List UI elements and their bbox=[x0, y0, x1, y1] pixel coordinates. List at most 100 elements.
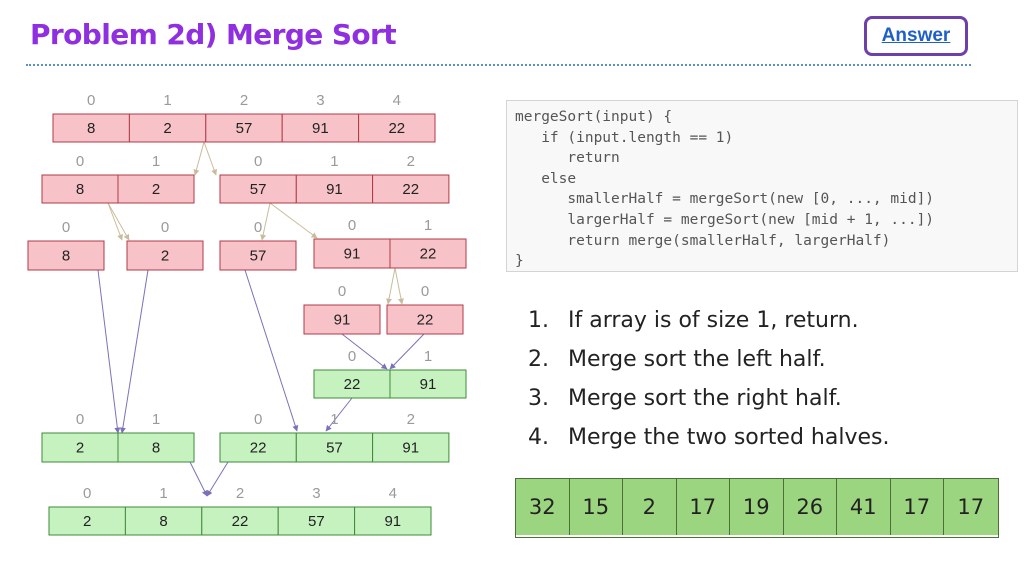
array-index: 2 bbox=[407, 153, 415, 170]
array-cell-value: 8 bbox=[159, 513, 167, 530]
code-line: mergeSort(input) { bbox=[515, 109, 673, 125]
steps-list: 1.If array is of size 1, return. 2. Merge … bbox=[528, 304, 889, 460]
step-item: 3.Merge sort the right half. bbox=[528, 382, 889, 421]
array-cell bbox=[117, 174, 195, 204]
array-cell-value: 22 bbox=[420, 246, 437, 263]
array-cell-value: 8 bbox=[76, 181, 84, 198]
array-cell-value: 2 bbox=[152, 181, 160, 198]
array-index: 1 bbox=[152, 153, 160, 170]
code-line: return merge(smallerHalf, largerHalf) bbox=[515, 232, 891, 249]
practice-cell: 2 bbox=[623, 479, 677, 535]
practice-cell: 19 bbox=[730, 479, 784, 535]
array-cell bbox=[128, 113, 207, 143]
array-index: 1 bbox=[152, 411, 160, 428]
array-cell-value: 91 bbox=[326, 181, 343, 198]
array-index: 4 bbox=[389, 485, 397, 502]
array-a5: 570 bbox=[219, 219, 297, 271]
array-cell-value: 57 bbox=[250, 248, 267, 265]
array-cell-value: 22 bbox=[402, 181, 419, 198]
practice-cell: 17 bbox=[676, 479, 730, 535]
array-index: 0 bbox=[87, 92, 95, 109]
array-index: 0 bbox=[421, 283, 429, 300]
merge-arrow bbox=[189, 461, 208, 497]
practice-cell: 26 bbox=[783, 479, 837, 535]
step-item: 1.If array is of size 1, return. bbox=[528, 304, 889, 343]
array-cell bbox=[205, 113, 283, 143]
array-a4: 20 bbox=[126, 219, 204, 271]
array-index: 1 bbox=[424, 348, 432, 365]
array-cell bbox=[313, 369, 391, 399]
merge-arrow bbox=[389, 333, 425, 370]
practice-cell: 41 bbox=[837, 479, 891, 535]
array-cell-value: 22 bbox=[388, 120, 405, 137]
split-arrow bbox=[269, 202, 318, 239]
array-index: 0 bbox=[161, 219, 169, 236]
array-cell bbox=[41, 432, 119, 463]
array-cell bbox=[219, 432, 297, 463]
array-index: 0 bbox=[348, 348, 356, 365]
array-cell bbox=[372, 174, 450, 204]
array-cell bbox=[389, 238, 467, 269]
title-divider bbox=[26, 64, 971, 66]
array-index: 3 bbox=[316, 92, 324, 109]
array-index: 0 bbox=[76, 153, 84, 170]
code-line: else bbox=[515, 170, 577, 187]
array-cell-value: 91 bbox=[344, 246, 361, 263]
code-line: smallerHalf = mergeSort(new [0, ..., mid… bbox=[515, 191, 935, 208]
merge-arrow bbox=[119, 269, 149, 434]
array-cell bbox=[303, 304, 381, 335]
merge-arrow bbox=[341, 333, 388, 370]
array-cell bbox=[219, 240, 297, 271]
array-cell-value: 8 bbox=[87, 120, 95, 137]
array-a1: 8 0 2 1 bbox=[41, 153, 195, 204]
array-cell bbox=[27, 240, 105, 271]
array-index: 0 bbox=[76, 411, 84, 428]
array-cell bbox=[124, 506, 203, 536]
array-cell bbox=[117, 432, 195, 463]
array-cell bbox=[126, 240, 204, 271]
merge-arrow bbox=[97, 269, 121, 434]
code-line: largerHalf = mergeSort(new [mid + 1, ...… bbox=[515, 211, 935, 228]
practice-cell: 15 bbox=[569, 479, 623, 535]
array-index: 0 bbox=[83, 485, 91, 502]
array-cell-value: 91 bbox=[402, 440, 419, 457]
array-cell bbox=[372, 432, 450, 463]
array-cell-value: 2 bbox=[161, 248, 169, 265]
array-cell bbox=[52, 113, 130, 143]
array-cell bbox=[41, 174, 119, 204]
split-arrow bbox=[203, 141, 217, 176]
array-cell bbox=[386, 304, 464, 335]
array-index: 1 bbox=[330, 411, 338, 428]
array-a8: 220 bbox=[386, 283, 464, 335]
array-cell bbox=[277, 506, 356, 536]
array-index: 1 bbox=[330, 153, 338, 170]
practice-cell: 17 bbox=[944, 479, 998, 535]
step-text: Merge sort the left half. bbox=[568, 347, 826, 372]
split-arrow bbox=[193, 141, 205, 176]
step-item: 2. Merge sort the left half. bbox=[528, 343, 889, 382]
answer-button[interactable]: Answer bbox=[864, 16, 968, 56]
array-index: 0 bbox=[348, 217, 356, 234]
array-cell-value: 8 bbox=[152, 440, 160, 457]
array-cell-value: 22 bbox=[344, 376, 361, 393]
step-number: 2. bbox=[528, 347, 549, 372]
array-index: 2 bbox=[240, 92, 248, 109]
array-cell bbox=[389, 369, 467, 399]
step-text: Merge the two sorted halves. bbox=[568, 425, 890, 450]
array-index: 0 bbox=[62, 219, 70, 236]
pseudocode: mergeSort(input) { if (input.length == 1… bbox=[507, 101, 1017, 271]
array-cell bbox=[354, 506, 432, 536]
practice-cell: 32 bbox=[516, 479, 570, 535]
step-number: 3. bbox=[528, 386, 549, 411]
step-number: 4. bbox=[528, 425, 549, 450]
array-cell-value: 57 bbox=[308, 513, 325, 530]
code-line: if (input.length == 1) bbox=[515, 129, 734, 146]
